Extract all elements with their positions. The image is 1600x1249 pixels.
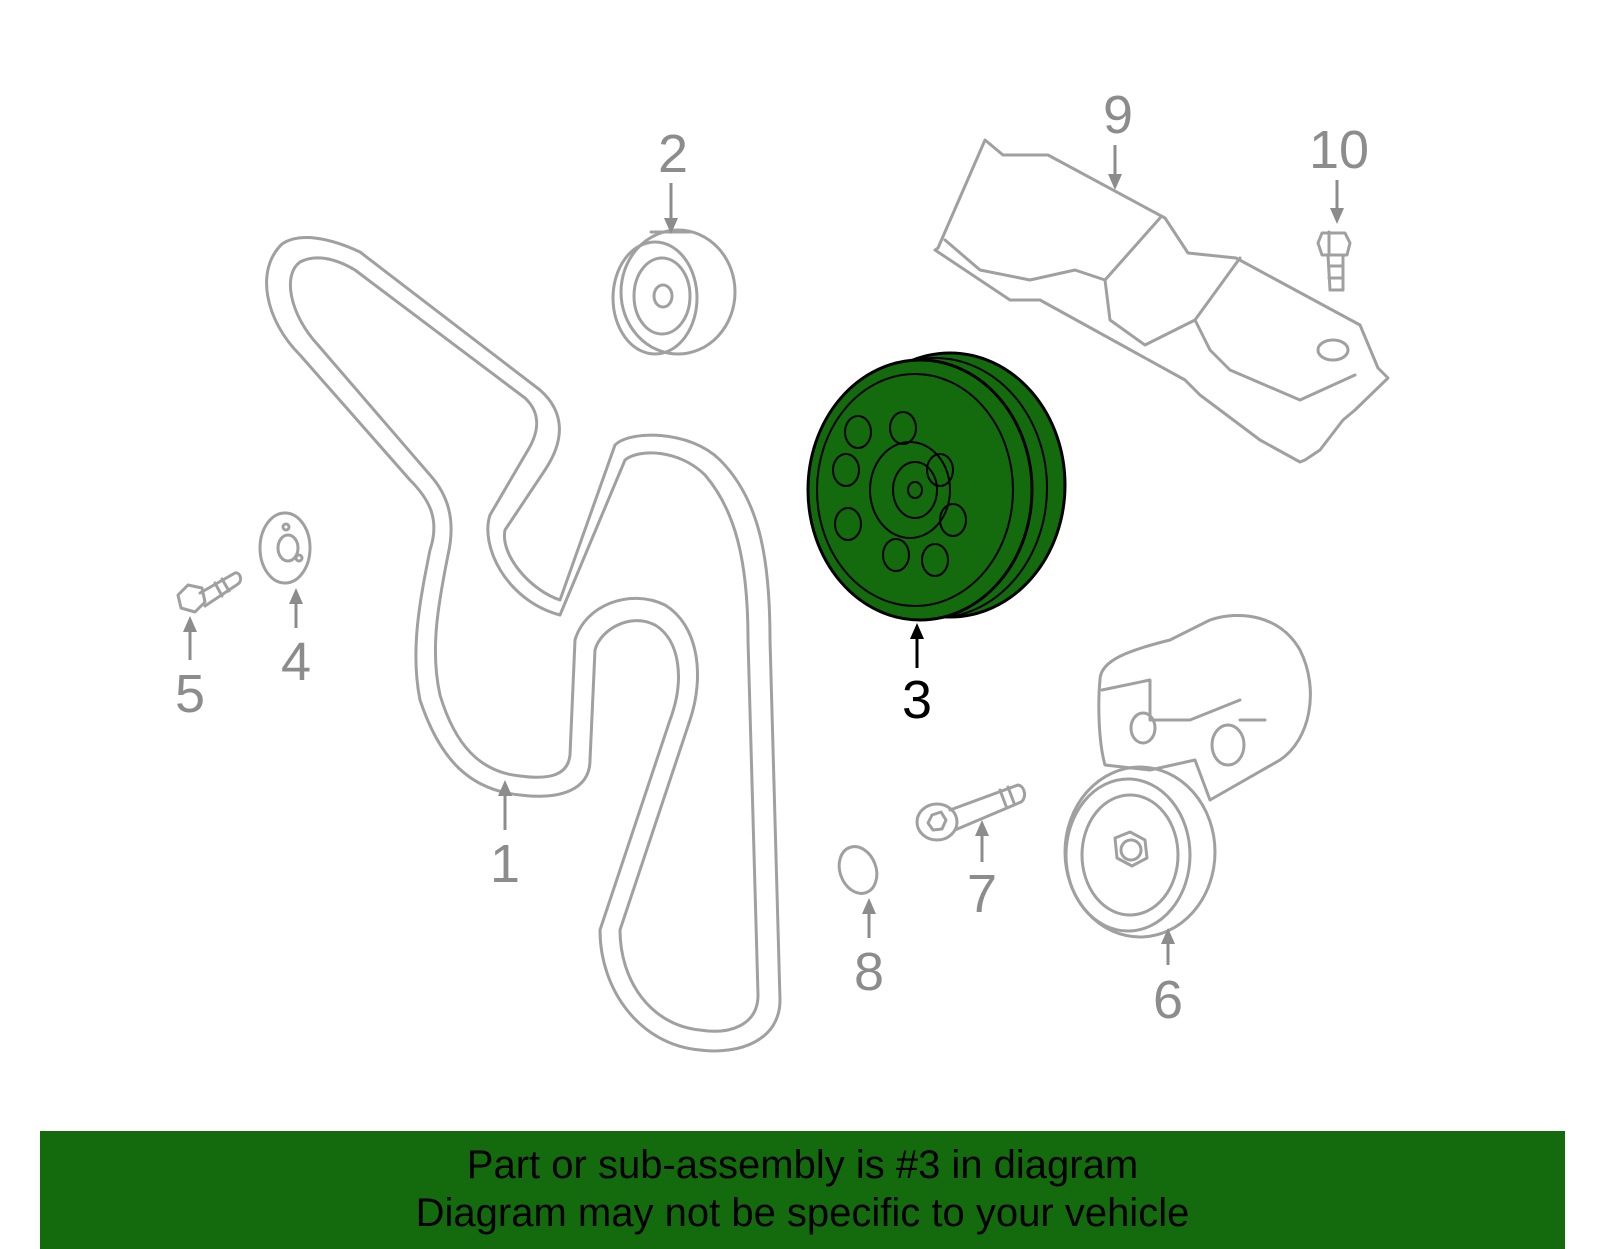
info-banner: Part or sub-assembly is #3 in diagram Di… xyxy=(40,1131,1565,1249)
arrow-1 xyxy=(498,780,512,830)
bolt-part-7[interactable] xyxy=(915,783,1027,842)
pulley-part-3[interactable] xyxy=(806,351,1067,622)
arrow-3 xyxy=(910,623,924,668)
arrow-2 xyxy=(664,183,678,234)
arrow-9 xyxy=(1108,145,1122,190)
washer-plate-part-4[interactable] xyxy=(258,511,312,585)
callout-8[interactable]: 8 xyxy=(854,942,884,1002)
callout-7[interactable]: 7 xyxy=(967,864,997,924)
callout-5[interactable]: 5 xyxy=(175,664,205,724)
cover-bracket-part-9[interactable] xyxy=(933,138,1390,464)
callout-2[interactable]: 2 xyxy=(658,124,688,184)
arrow-6 xyxy=(1161,928,1175,965)
belt-part-1[interactable] xyxy=(265,236,782,1053)
arrow-4 xyxy=(289,588,303,628)
arrow-10 xyxy=(1330,180,1344,224)
callout-10[interactable]: 10 xyxy=(1309,120,1369,180)
tensioner-part-6[interactable] xyxy=(1063,613,1312,939)
callout-6[interactable]: 6 xyxy=(1153,970,1183,1030)
bolt-part-5[interactable] xyxy=(176,571,243,614)
callout-4[interactable]: 4 xyxy=(281,632,311,692)
callout-3[interactable]: 3 xyxy=(902,670,932,730)
banner-line-1: Part or sub-assembly is #3 in diagram xyxy=(466,1143,1139,1187)
arrow-7 xyxy=(975,820,989,862)
idler-pulley-part-2[interactable] xyxy=(611,228,737,356)
arrow-5 xyxy=(183,616,197,660)
callout-9[interactable]: 9 xyxy=(1103,85,1133,145)
banner-line-2: Diagram may not be specific to your vehi… xyxy=(415,1191,1190,1235)
bolt-part-10[interactable] xyxy=(1316,230,1352,292)
arrow-8 xyxy=(862,898,876,938)
callout-1[interactable]: 1 xyxy=(490,834,520,894)
o-ring-part-8[interactable] xyxy=(833,841,883,898)
